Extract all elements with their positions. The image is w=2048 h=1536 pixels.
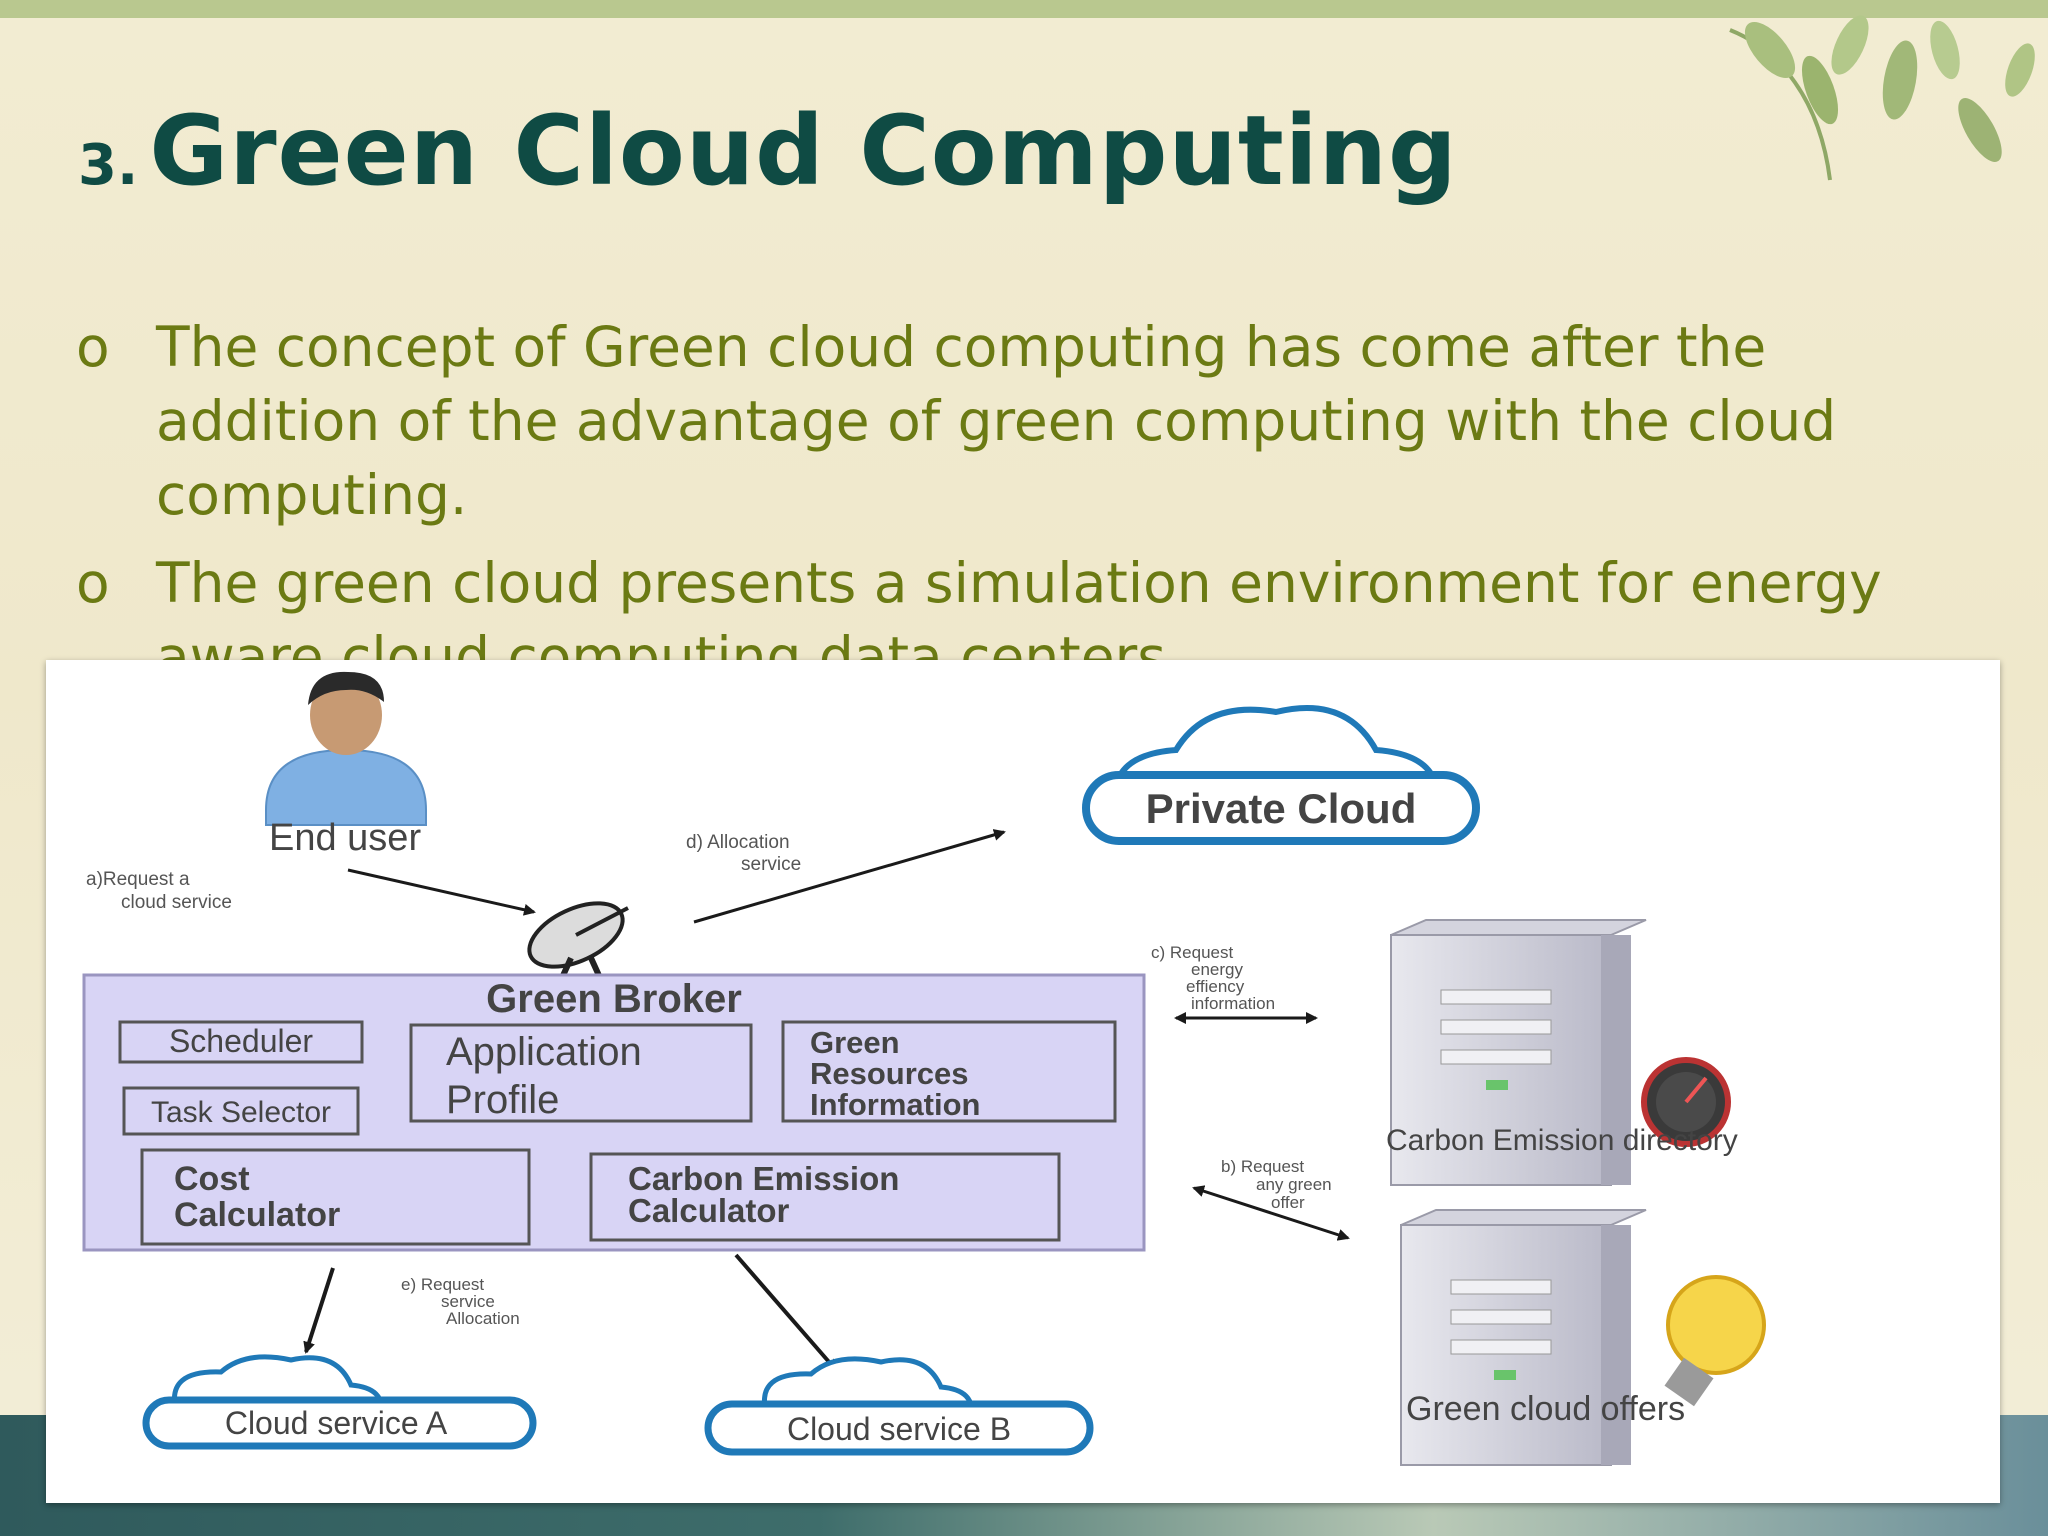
scheduler-label: Scheduler: [169, 1023, 313, 1059]
gauge-icon: [1641, 1057, 1731, 1147]
green-resources-box: [781, 1020, 1117, 1123]
green-offers-server-icon: [1400, 1209, 1647, 1466]
allocation-label-line1: d) Allocation: [686, 832, 790, 853]
request-green-label-line1: b) Request: [1221, 1157, 1304, 1176]
task-selector-box: [122, 1086, 360, 1136]
light-bulb-icon: [1664, 1275, 1766, 1407]
allocation-label-line2: service: [741, 854, 801, 875]
allocation-a-arrow: [303, 1267, 335, 1354]
allocation-b-arrow: [734, 1253, 838, 1372]
top-band: [0, 0, 2048, 18]
end-user-label: End user: [269, 817, 421, 859]
cost-calculator-box: [140, 1148, 531, 1246]
application-profile-label-line1: Application: [446, 1030, 642, 1074]
request-green-label-line3: offer: [1271, 1193, 1305, 1212]
architecture-diagram: End user a)Request a cloud service d) Al…: [82, 671, 1766, 1466]
green-resources-label-line1: Green: [810, 1025, 900, 1060]
private-cloud-icon: [1082, 705, 1480, 845]
scheduler-box: [118, 1020, 364, 1064]
application-profile-box: [409, 1023, 753, 1123]
diagram-figure: End user a)Request a cloud service d) Al…: [46, 660, 2000, 1503]
request-energy-label-line4: information: [1191, 994, 1275, 1013]
carbon-calculator-box: [589, 1152, 1061, 1242]
request-energy-label-line3: effiency: [1186, 977, 1245, 996]
cloud-b-label: Cloud service B: [787, 1411, 1011, 1447]
end-user-icon: [265, 671, 427, 826]
private-cloud-label: Private Cloud: [1146, 785, 1417, 832]
request-service-label-line2: cloud service: [121, 892, 232, 913]
carbon-calculator-label-line2: Calculator: [628, 1192, 790, 1229]
satellite-dish-icon: [527, 901, 629, 982]
carbon-calculator-label-line1: Carbon Emission: [628, 1160, 899, 1197]
bullet-list: o The concept of Green cloud computing h…: [76, 310, 1976, 708]
cost-calculator-label-line1: Cost: [174, 1160, 250, 1198]
leaf-decoration-icon: [1729, 15, 2035, 181]
cloud-a-icon: [142, 1354, 537, 1450]
allocation-arrow: [693, 829, 1006, 924]
carbon-directory-label: Carbon Emission directory: [1386, 1124, 1738, 1157]
request-allocation-label-line2: service: [441, 1292, 495, 1311]
green-resources-label-line3: Information: [810, 1087, 981, 1122]
cloud-a-label: Cloud service A: [225, 1405, 448, 1441]
green-resources-label-line2: Resources: [810, 1056, 969, 1091]
bullet-text: The concept of Green cloud computing has…: [156, 315, 1837, 527]
bullet-item: o The green cloud presents a simulation …: [76, 546, 1976, 694]
task-selector-label: Task Selector: [151, 1096, 331, 1129]
cloud-b-icon: [704, 1356, 1094, 1456]
request-energy-label-line2: energy: [1191, 960, 1243, 979]
title-number: 3.: [78, 133, 139, 198]
request-arrow: [347, 868, 536, 916]
cost-calculator-label-line2: Calculator: [174, 1196, 340, 1234]
green-offers-label: Green cloud offers: [1406, 1390, 1685, 1428]
slide-title: 3. Green Cloud Computing: [78, 95, 1458, 207]
application-profile-label-line2: Profile: [446, 1078, 559, 1122]
request-allocation-label-line3: Allocation: [446, 1309, 520, 1328]
bullet-text: The green cloud presents a simulation en…: [156, 551, 1882, 689]
request-service-label-line1: a)Request a: [86, 869, 190, 890]
bullet-item: o The concept of Green cloud computing h…: [76, 310, 1976, 532]
request-energy-label-line1: c) Request: [1151, 943, 1233, 962]
bullet-marker: o: [76, 315, 110, 379]
title-text: Green Cloud Computing: [149, 95, 1458, 207]
carbon-server-icon: [1390, 919, 1647, 1186]
request-green-label-line2: any green: [1256, 1175, 1332, 1194]
green-offer-arrow: [1192, 1185, 1350, 1241]
bullet-marker: o: [76, 551, 110, 615]
green-broker-title: Green Broker: [486, 977, 742, 1021]
request-allocation-label-line1: e) Request: [401, 1275, 484, 1294]
